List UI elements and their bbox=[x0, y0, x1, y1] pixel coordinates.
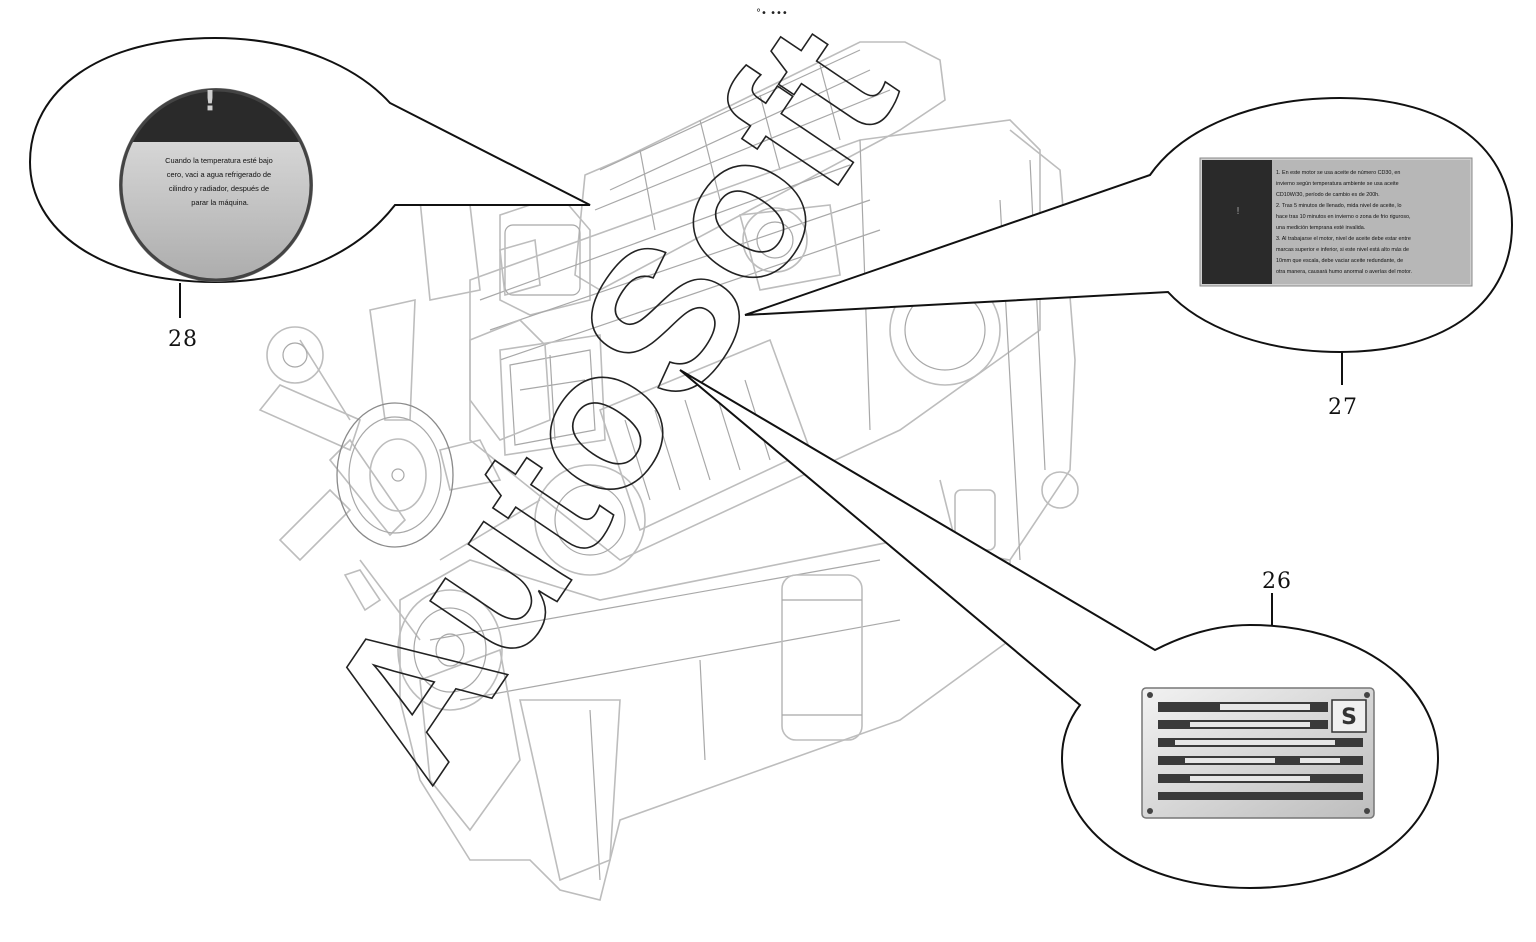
svg-text:1. En este motor se usa aceit: 1. En este motor se usa aceite de número… bbox=[1276, 170, 1412, 275]
label-27-line: marcas superior e inferior, si este nive… bbox=[1276, 247, 1409, 253]
svg-text:Cuando la temperatura esté ba: Cuando la temperatura esté bajo cero, va… bbox=[165, 156, 275, 207]
label-27-line: 2. Tras 5 minutos de llenado, mida nivel… bbox=[1276, 203, 1402, 209]
label-28-line: cero, vaci a agua refrigerado de bbox=[167, 170, 271, 179]
callout-number-27: 27 bbox=[1328, 395, 1358, 420]
callout-26: S 26 bbox=[679, 369, 1440, 890]
label-27-line: hace tras 10 minutos en invierno o zona … bbox=[1276, 214, 1411, 220]
page-mark: °• ••• bbox=[756, 8, 788, 19]
label-28-line: parar la máquina. bbox=[191, 198, 249, 207]
label-27-line: una medición temprana esté invalida. bbox=[1276, 225, 1365, 231]
callout-27: ! 1. En este motor se usa aceite de núme… bbox=[744, 96, 1514, 420]
logo-icon: S bbox=[1341, 705, 1357, 730]
nameplate-26: S bbox=[1141, 687, 1375, 819]
label-27-line: otra manera, causará humo anormal o aver… bbox=[1276, 269, 1412, 275]
callout-28: ! Cuando la temperatura esté bajo cero, … bbox=[28, 36, 591, 352]
callout-number-26: 26 bbox=[1262, 569, 1292, 594]
label-27-line: invierno según temperatura ambiente se u… bbox=[1276, 181, 1399, 187]
label-27-line: 10mm que escala, debe vaciar aceite redu… bbox=[1276, 258, 1403, 264]
warning-icon: ! bbox=[1236, 206, 1240, 217]
label-28-line: cilindro y radiador, después de bbox=[169, 184, 269, 193]
callout-number-28: 28 bbox=[168, 327, 198, 352]
label-27-line: CD10W/30, período de cambio es de 200h. bbox=[1276, 192, 1380, 198]
warning-icon: ! bbox=[204, 84, 217, 117]
label-27-line: 3. Al trabajarse el motor, nivel de acei… bbox=[1276, 236, 1411, 242]
label-27-line: 1. En este motor se usa aceite de número… bbox=[1276, 170, 1400, 176]
label-28-line: Cuando la temperatura esté bajo bbox=[165, 156, 273, 165]
